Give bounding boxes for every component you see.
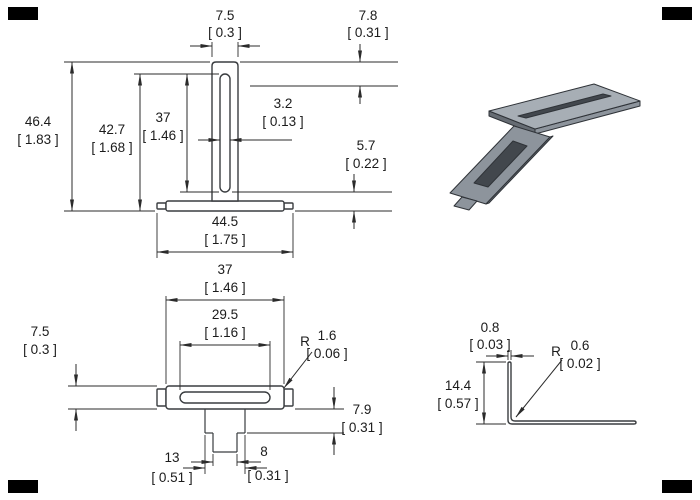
dim-in: [ 1.46 ] [204,280,245,295]
dim-radius-prefix: R [300,334,310,349]
dim-front-tip-width: 7.5 [ 0.3 ] [190,8,260,57]
dim-in: [ 0.51 ] [151,470,192,485]
side-view: 0.8 [ 0.03 ] R 0.6 [ 0.02 ] 14.4 [ 0.57 … [437,320,637,425]
dim-in: [ 0.22 ] [345,156,386,171]
corner-mark-top-left [8,7,38,20]
dim-front-slot-length: 37 [ 1.46 ] [142,73,219,193]
dim-in: [ 1.68 ] [91,140,132,155]
plate-slot [179,391,271,404]
dim-mm: 3.2 [274,96,293,111]
dim-in: [ 0.02 ] [559,356,600,371]
dim-in: [ 0.13 ] [262,114,303,129]
dim-front-base-width: 44.5 [ 1.75 ] [156,213,294,258]
dim-top-tab-outer-width: 13 [ 0.51 ] [151,435,267,485]
dim-top-tab-depth: 7.9 [ 0.31 ] [247,387,383,455]
dim-side-bend-radius: R 0.6 [ 0.02 ] [515,338,601,418]
dim-in: [ 1.83 ] [17,132,58,147]
dim-mm: 7.9 [353,402,372,417]
dim-top-slot-length: 29.5 [ 1.16 ] [179,307,271,390]
leader-line [515,359,563,418]
front-part [156,61,294,212]
dim-mm: 1.6 [318,328,337,343]
vertical-slot [219,73,231,193]
dim-mm: 7.5 [216,8,235,23]
top-part [156,385,294,453]
dim-mm: 37 [217,262,232,277]
dim-in: [ 1.16 ] [204,325,245,340]
dim-in: [ 1.46 ] [142,128,183,143]
leader-line [283,351,313,389]
dim-mm: 42.7 [99,122,125,137]
side-profile [507,361,637,425]
dim-mm: 7.5 [31,324,50,339]
dim-in: [ 0.31 ] [347,25,388,40]
dim-in: [ 0.03 ] [469,337,510,352]
dim-in: [ 1.75 ] [204,232,245,247]
dim-mm: 29.5 [212,307,238,322]
corner-mark-bottom-right [662,480,692,493]
dim-in: [ 0.06 ] [306,346,347,361]
dim-front-slot-end-to-base: 5.7 [ 0.22 ] [232,138,392,229]
iso-arm-edge [485,135,554,205]
dim-side-leg-height: 14.4 [ 0.57 ] [437,361,506,425]
dim-front-slot-width: 3.2 [ 0.13 ] [198,96,304,142]
iso-plate-slot [517,93,612,119]
dim-mm: 8 [260,444,268,459]
dim-mm: 0.6 [571,338,590,353]
dim-in: [ 0.3 ] [208,25,242,40]
dim-mm: 0.8 [481,320,500,335]
base-plate-edge [165,200,285,212]
dim-mm: 37 [155,110,170,125]
corner-mark-top-right [662,7,692,20]
frame-corner-marks [8,7,692,493]
dim-front-slot-top-to-base: 42.7 [ 1.68 ] [91,73,219,212]
dim-top-corner-radius: R 1.6 [ 0.06 ] [283,328,348,389]
corner-mark-bottom-left [8,480,38,493]
dim-mm: 5.7 [357,138,376,153]
dim-mm: 13 [164,450,179,465]
plate-left-tab [156,388,167,407]
iso-arm-tip-tab [453,196,478,211]
base-right-tab [283,202,294,210]
dim-top-body-width: 37 [ 1.46 ] [165,262,285,384]
top-view: 37 [ 1.46 ] 29.5 [ 1.16 ] 7.5 [ 0.3 ] R … [23,262,383,485]
iso-arm-slot [473,140,528,188]
dim-in: [ 0.31 ] [341,420,382,435]
dim-top-tab-inner-width: 8 [ 0.31 ] [191,444,289,483]
dim-mm: 44.5 [212,214,238,229]
dim-in: [ 0.57 ] [437,396,478,411]
dim-in: [ 0.31 ] [247,468,288,483]
base-left-tab [156,202,167,210]
front-view: 7.5 [ 0.3 ] 7.8 [ 0.31 ] 46.4 [ 1.83 ] 4… [17,8,398,258]
dim-mm: 7.8 [359,8,378,23]
dim-radius-prefix: R [551,344,561,359]
dim-mm: 46.4 [25,114,52,129]
dim-mm: 14.4 [445,378,472,393]
plate-right-tab [283,388,294,407]
dim-side-thickness: 0.8 [ 0.03 ] [469,320,534,360]
dim-top-plate-depth: 7.5 [ 0.3 ] [23,324,157,431]
iso-view [449,83,641,211]
dim-in: [ 0.3 ] [23,342,57,357]
dim-front-tip-offset: 7.8 [ 0.31 ] [240,8,398,104]
